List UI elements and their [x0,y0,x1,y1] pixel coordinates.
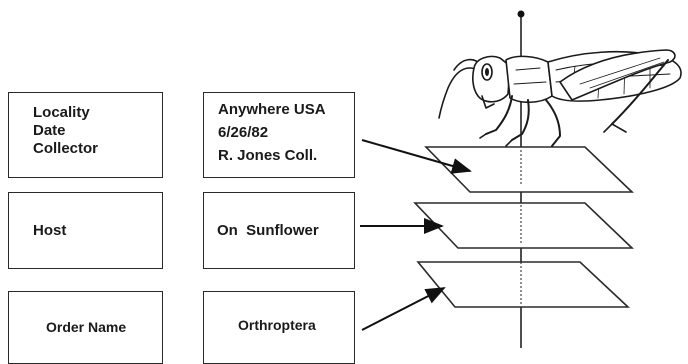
grasshopper-icon [439,50,681,146]
pinned-label-top [426,147,632,192]
pinned-label-middle [415,203,632,248]
pinned-label-bottom [418,262,628,307]
arrow-to-bottom-label [362,288,444,330]
